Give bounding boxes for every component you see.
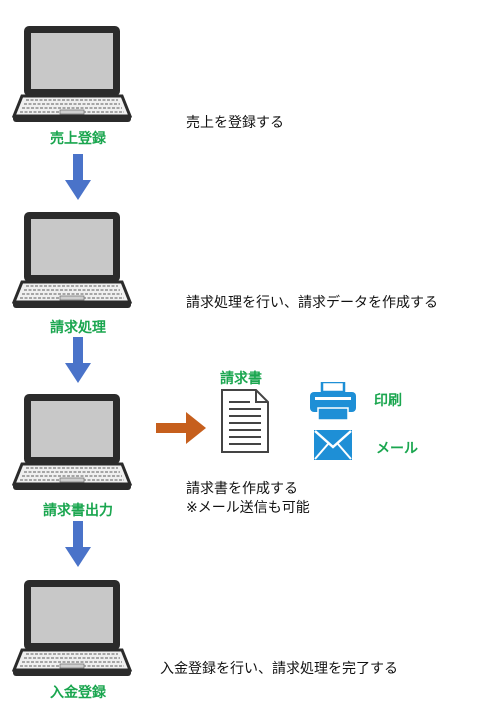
output-label-mail: メール [376,441,418,457]
document-label-invoice: 請求書 [220,371,262,387]
step-description-billing-process: 請求処理を行い、請求データを作成する [186,295,438,311]
step-label-billing-process: 請求処理 [50,320,106,336]
step-description-sales-registration: 売上を登録する [186,115,284,131]
step-description-payment-registration: 入金登録を行い、請求処理を完了する [160,661,398,677]
step-label-payment-registration: 入金登録 [50,685,106,701]
step-label-sales-registration: 売上登録 [50,131,106,147]
step-description-invoice-output-line2: ※メール送信も可能 [186,500,310,516]
laptop-icon [12,578,132,678]
step-description-invoice-output-line1: 請求書を作成する [186,481,298,497]
arrow-right-icon [156,412,206,444]
arrow-down-icon [65,154,91,200]
laptop-icon [12,24,132,124]
output-label-print: 印刷 [374,393,402,409]
document-icon [221,389,269,453]
step-label-invoice-output: 請求書出力 [43,503,113,519]
arrow-down-icon [65,337,91,383]
laptop-icon [12,210,132,310]
arrow-down-icon [65,521,91,567]
printer-icon [310,382,356,421]
laptop-icon [12,392,132,492]
mail-envelope-icon [314,430,352,460]
